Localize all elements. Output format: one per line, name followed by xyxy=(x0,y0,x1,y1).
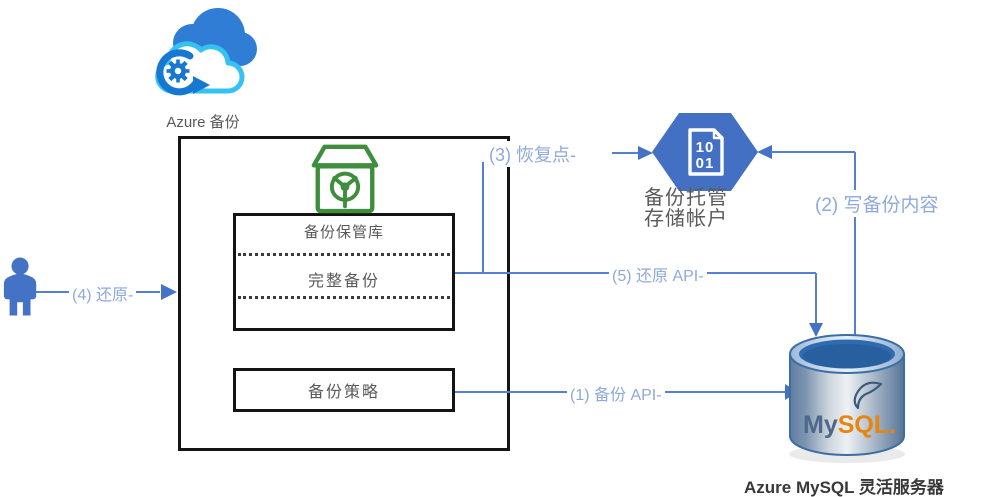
edge-2-arrowhead xyxy=(757,145,772,159)
edge-2-label: (2) 写备份内容 xyxy=(812,190,942,217)
user-person-icon xyxy=(3,257,37,316)
storage-account-label: 备份托管 存储帐户 xyxy=(644,188,728,230)
backup-vault-container-box xyxy=(178,136,510,451)
mysql-server-label: Azure MySQL 灵活服务器 xyxy=(744,478,944,497)
backup-vault-icon xyxy=(311,144,379,214)
edge-4-arrowhead xyxy=(161,284,177,300)
edge-5-arrowhead xyxy=(809,323,823,337)
edge-3-label: (3) 恢复点- xyxy=(486,141,579,167)
edge-4-label: (4) 还原- xyxy=(69,281,137,305)
backup-vault-box: 备份保管库 完整备份 xyxy=(233,213,455,331)
edge-3-arrowhead xyxy=(638,146,653,160)
svg-text:10: 10 xyxy=(696,139,715,156)
full-backup-row: 完整备份 xyxy=(307,273,380,290)
storage-account-icon: 10 01 xyxy=(652,113,758,191)
edge-1-label: (1) 备份 API- xyxy=(567,381,665,405)
edge-5-label: (5) 还原 API- xyxy=(609,262,707,286)
azure-backup-icon xyxy=(155,8,257,96)
mysql-server-icon: MySQL. xyxy=(789,334,905,463)
vault-box-title: 备份保管库 xyxy=(303,224,384,241)
dotted-separator xyxy=(238,253,450,256)
binary-document-glyph: 10 01 xyxy=(688,128,724,176)
storage-account-label-line2: 存储帐户 xyxy=(644,208,728,230)
storage-account-label-line1: 备份托管 xyxy=(644,187,728,209)
backup-sync-arrow-gear xyxy=(156,49,210,96)
dotted-separator xyxy=(238,296,450,299)
azure-backup-label: Azure 备份 xyxy=(166,114,240,131)
backup-policy-box: 备份策略 xyxy=(233,368,455,412)
svg-text:01: 01 xyxy=(696,155,715,172)
svg-text:MySQL.: MySQL. xyxy=(803,411,896,439)
backup-policy-label: 备份策略 xyxy=(307,384,380,401)
dolphin-glyph xyxy=(853,381,883,410)
